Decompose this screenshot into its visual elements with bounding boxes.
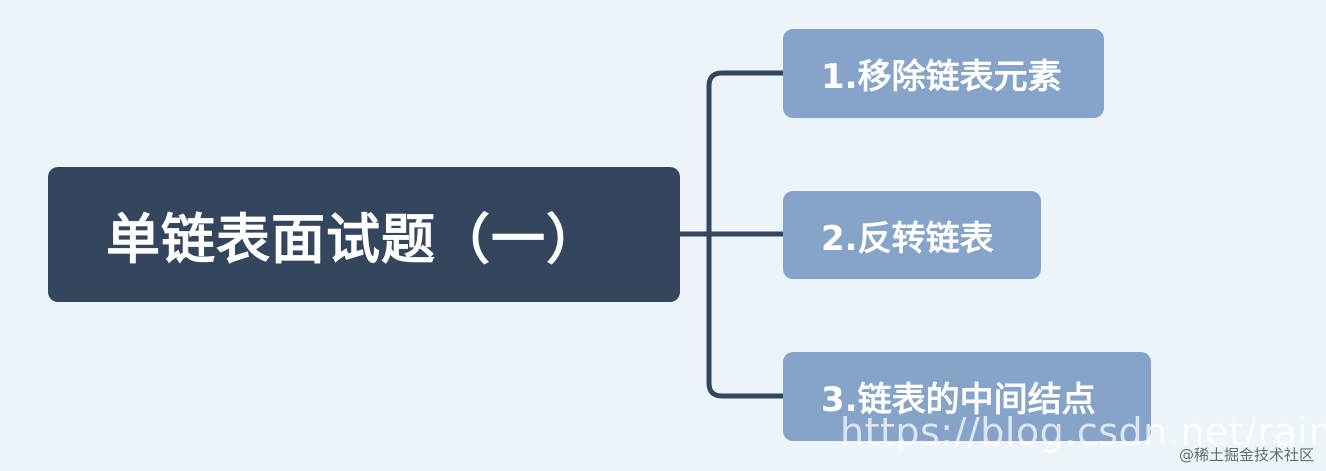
subtopic-node-reverse-list[interactable]: 2.反转链表 <box>783 191 1041 279</box>
subtopic-label: 1.移除链表元素 <box>821 57 1062 97</box>
subtopic-label: 2.反转链表 <box>821 218 994 259</box>
connector-branch-1 <box>706 70 783 234</box>
watermark-url: https://blog.csdn.net/rain67 <box>840 410 1326 454</box>
connector-branch-3 <box>706 234 783 399</box>
root-topic-node[interactable]: 单链表面试题（一） <box>48 167 680 302</box>
watermark-site: @稀土掘金技术社区 <box>1178 446 1314 464</box>
subtopic-node-middle-node[interactable]: 3.链表的中间结点 <box>783 352 1151 441</box>
root-topic-label: 单链表面试题（一） <box>106 208 601 271</box>
subtopic-node-remove-elements[interactable]: 1.移除链表元素 <box>783 29 1104 118</box>
subtopic-label: 3.链表的中间结点 <box>821 380 1096 420</box>
